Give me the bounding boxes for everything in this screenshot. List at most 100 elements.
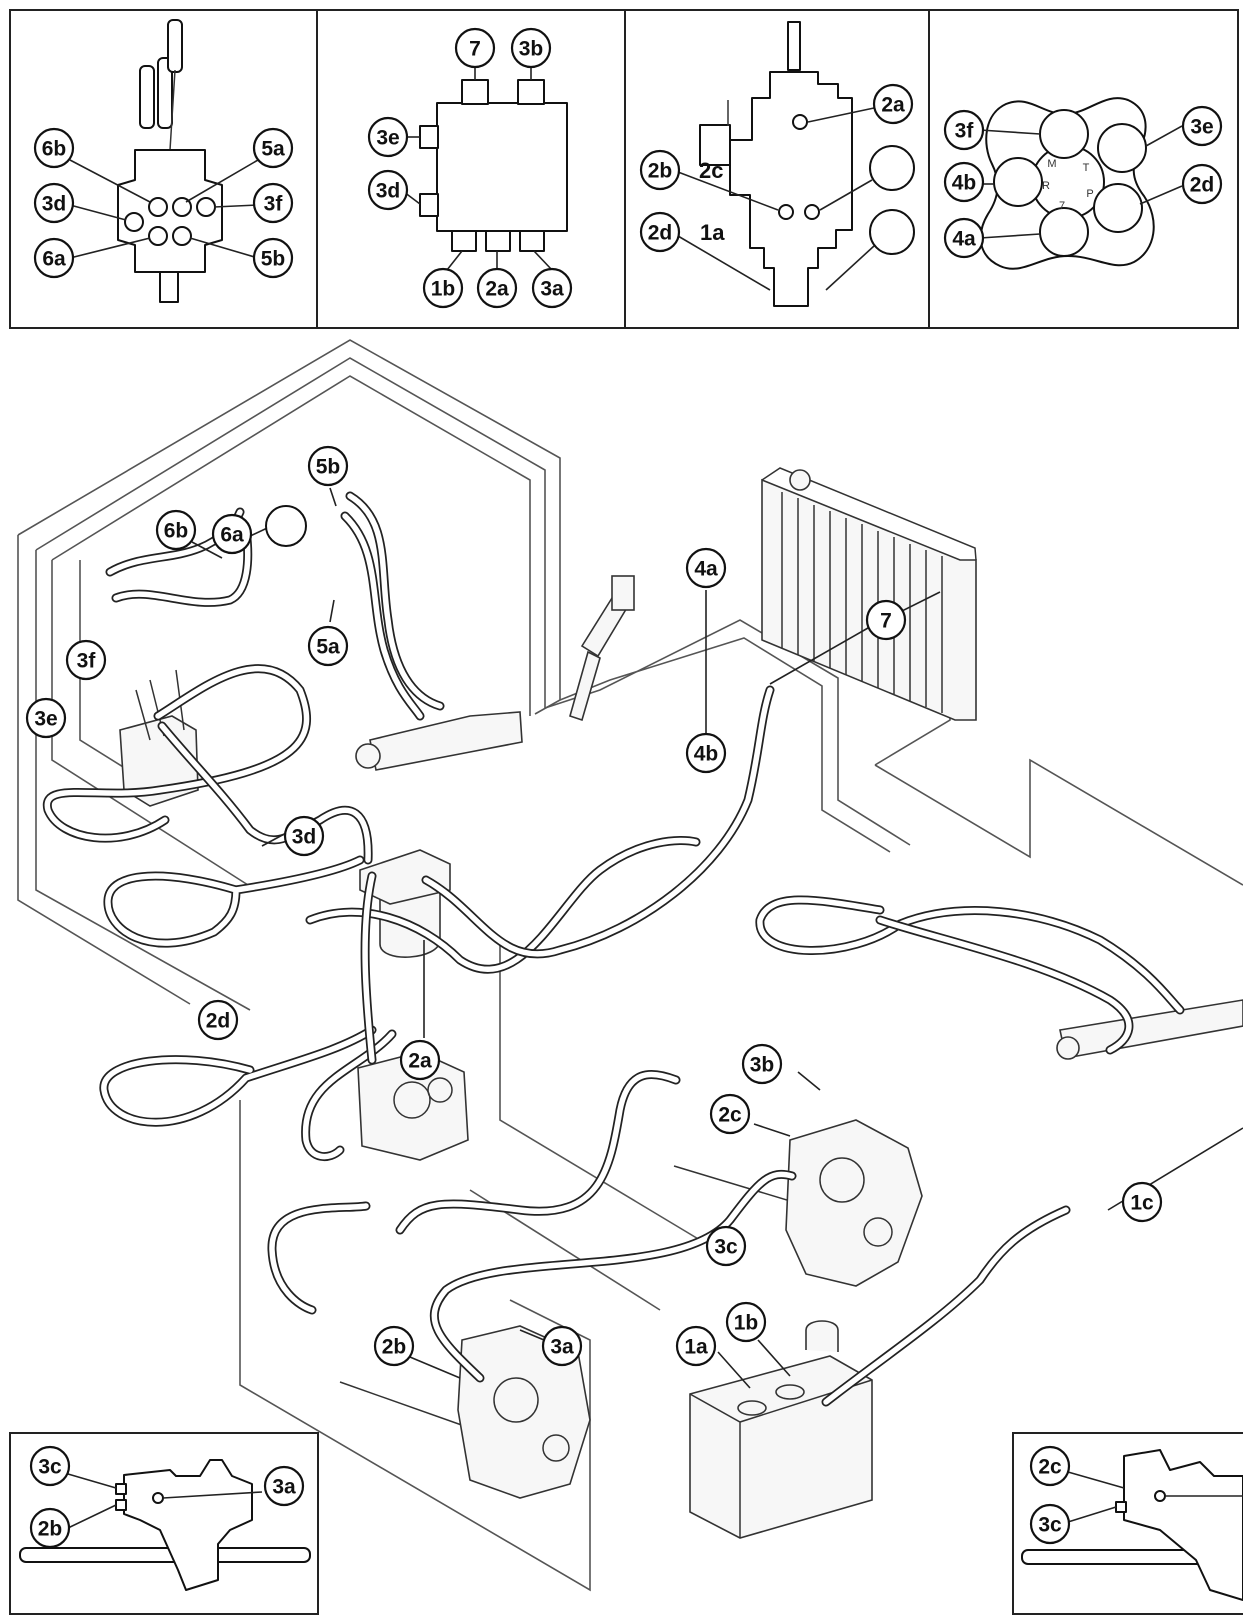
- port-circle: [1093, 183, 1143, 233]
- port: [792, 114, 808, 130]
- hose: [421, 685, 775, 959]
- axle-shaft: [339, 1381, 471, 1429]
- leader-line: [807, 107, 875, 123]
- valve-stem: [159, 271, 179, 303]
- svg-text:1c: 1c: [1130, 1192, 1154, 1215]
- svg-text:2a: 2a: [408, 1050, 432, 1073]
- svg-text:3d: 3d: [42, 193, 67, 216]
- hose: [99, 1025, 377, 1127]
- transaxle-housing: [785, 1119, 923, 1287]
- leader-line: [1067, 1471, 1125, 1489]
- callout-p2-7: 7: [454, 27, 496, 69]
- callout-p2-2a: 2a: [476, 267, 518, 309]
- svg-text:3a: 3a: [550, 1336, 574, 1359]
- callout-m-6a: 6a: [211, 513, 253, 555]
- selector-letter: R: [1042, 180, 1050, 192]
- port-fitting: [519, 230, 545, 252]
- fitting: [115, 1483, 127, 1495]
- callout-p1-5b: 5b: [252, 237, 294, 279]
- transaxle-outline: [1123, 1449, 1243, 1601]
- lever: [167, 19, 183, 73]
- svg-text:2d: 2d: [206, 1010, 231, 1033]
- callout-p4-4b: 4b: [943, 161, 985, 203]
- svg-text:2c: 2c: [1038, 1456, 1062, 1479]
- port-fitting: [517, 79, 545, 105]
- svg-text:3c: 3c: [714, 1236, 738, 1259]
- routing-outline: [874, 758, 1243, 886]
- radiator: [761, 467, 977, 721]
- selector-letter: P: [1086, 188, 1093, 200]
- callout-m-3b: 3b: [741, 1043, 783, 1085]
- callout-m-5b: 5b: [307, 445, 349, 487]
- svg-text:1b: 1b: [431, 278, 456, 301]
- callout-p1-3f: 3f: [252, 182, 294, 224]
- svg-text:4b: 4b: [952, 172, 977, 195]
- leader-line: [213, 204, 259, 208]
- svg-text:3e: 3e: [376, 127, 399, 150]
- svg-text:3a: 3a: [540, 278, 564, 301]
- svg-text:3f: 3f: [955, 120, 975, 143]
- fitting: [115, 1499, 127, 1511]
- filter-head: [359, 849, 451, 905]
- callout-p2-3a: 3a: [531, 267, 573, 309]
- pump-shaft: [787, 21, 801, 71]
- tank-cap: [805, 1320, 839, 1352]
- radiator-cap: [789, 469, 811, 491]
- hose: [340, 511, 425, 721]
- routing-outline: [51, 560, 249, 886]
- port: [1154, 1490, 1166, 1502]
- panel-motor-plate: M T R P 7: [979, 97, 1183, 270]
- tank-port: [737, 1400, 767, 1416]
- svg-text:2d: 2d: [1190, 174, 1215, 197]
- lift-cylinder: [569, 575, 635, 722]
- leader-line: [67, 1504, 117, 1529]
- svg-text:5a: 5a: [316, 636, 340, 659]
- hose: [755, 895, 1185, 1015]
- port: [804, 204, 820, 220]
- hose: [267, 1201, 371, 1315]
- leader-line: [1067, 1506, 1117, 1523]
- callout-m-4b: 4b: [685, 732, 727, 774]
- hose: [301, 1029, 397, 1161]
- routing-outline: [51, 375, 531, 716]
- cylinder-cap: [611, 575, 635, 611]
- unlabeled-callout-circle: [265, 505, 307, 547]
- svg-text:5a: 5a: [261, 138, 285, 161]
- callout-b2-3c: 3c: [1029, 1503, 1071, 1545]
- radiator-top: [761, 467, 977, 561]
- svg-text:2a: 2a: [485, 278, 509, 301]
- routing-outline: [17, 535, 191, 1005]
- routing-outlines: [17, 339, 1243, 1592]
- port: [778, 204, 794, 220]
- hose: [157, 721, 373, 865]
- callout-m-3e: 3e: [25, 697, 67, 739]
- callout-b2-2c: 2c: [1029, 1445, 1071, 1487]
- callout-m-1a: 1a: [675, 1325, 717, 1367]
- callout-m-6b: 6b: [155, 509, 197, 551]
- callout-m-3f: 3f: [65, 639, 107, 681]
- panel-control-valve: [69, 19, 259, 303]
- port-fitting: [485, 230, 511, 252]
- selector-letter: 7: [1059, 200, 1065, 212]
- leader-line: [446, 250, 463, 271]
- port: [172, 226, 192, 246]
- svg-text:2b: 2b: [38, 1518, 63, 1541]
- callout-m-3a: 3a: [541, 1325, 583, 1367]
- svg-text:3e: 3e: [34, 708, 57, 731]
- cylinder-rod: [569, 650, 601, 722]
- svg-text:7: 7: [880, 610, 892, 633]
- callout-m-2a: 2a: [399, 1039, 441, 1081]
- port-circle: [993, 157, 1043, 207]
- panel-valve-block: [403, 64, 568, 271]
- callout-b1-3c: 3c: [29, 1445, 71, 1487]
- leader-line: [979, 233, 1041, 239]
- callout-p1-5a: 5a: [252, 127, 294, 169]
- transaxle-detail: [863, 1217, 893, 1247]
- hose: [360, 871, 377, 1065]
- svg-text:2a: 2a: [881, 94, 905, 117]
- leader-line: [189, 237, 259, 259]
- port: [152, 1492, 164, 1504]
- routing-outline: [17, 339, 561, 715]
- lever: [157, 57, 173, 129]
